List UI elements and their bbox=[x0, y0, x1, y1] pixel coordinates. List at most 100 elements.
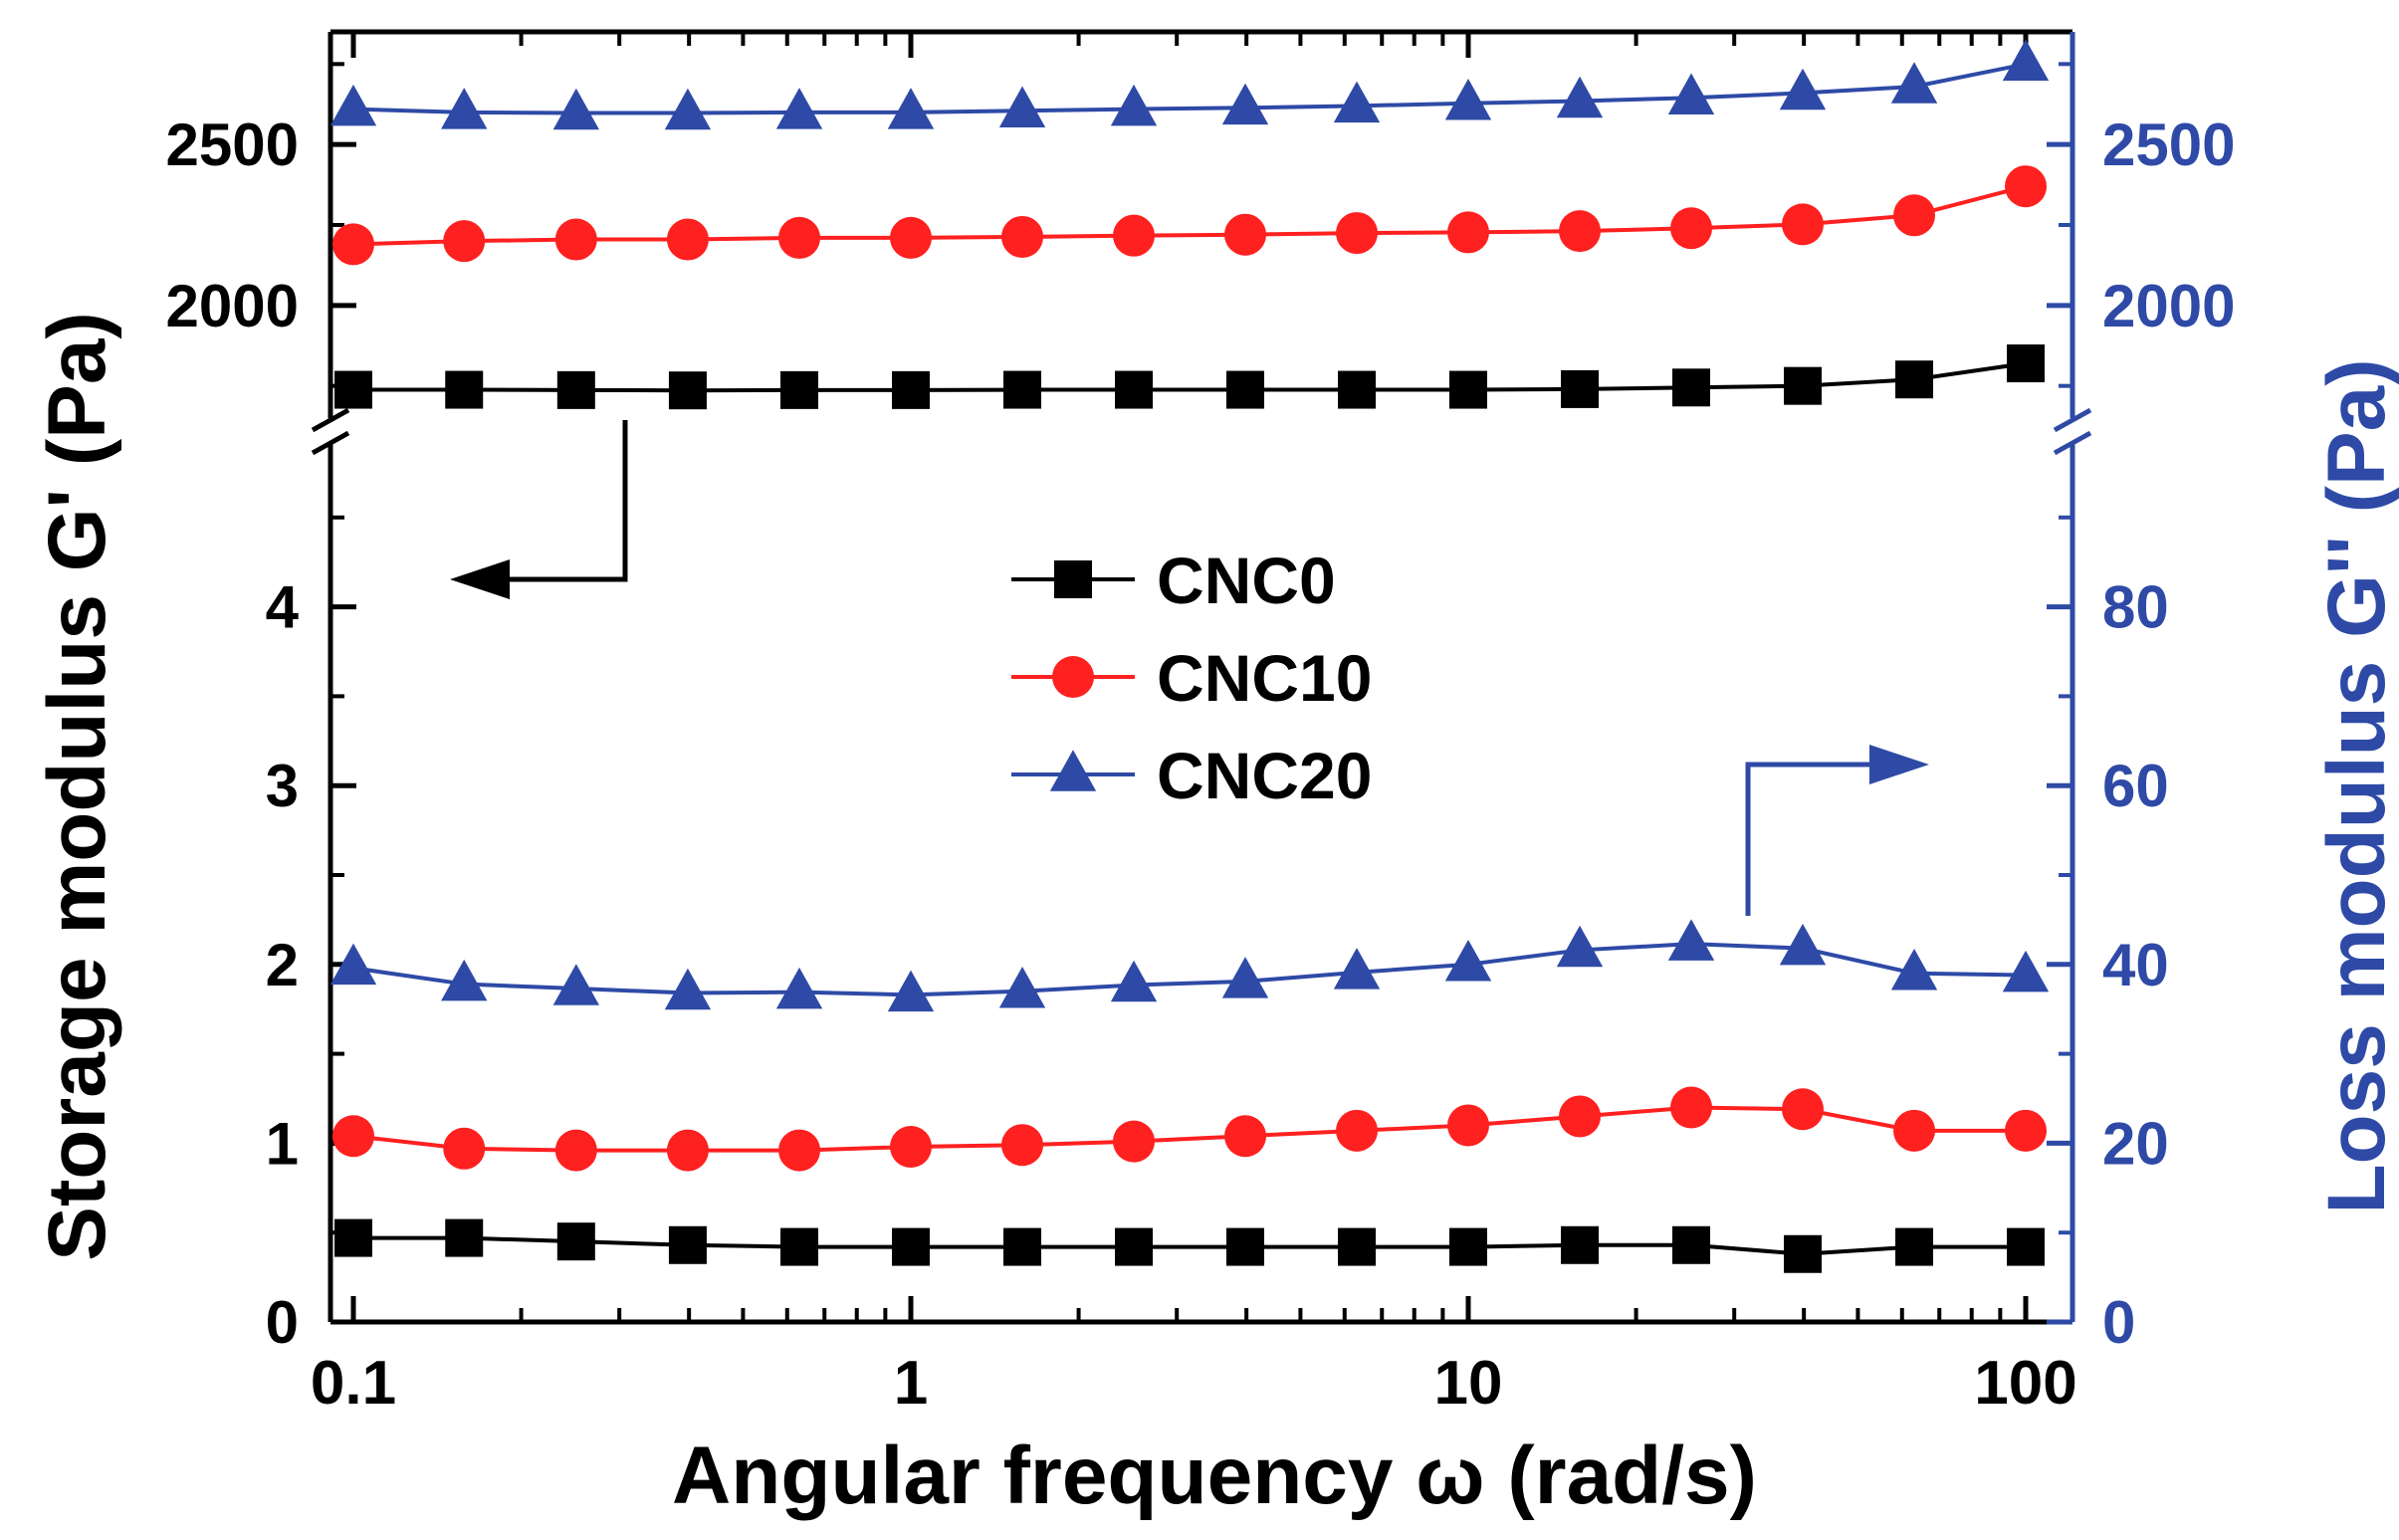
data-point-cnc10 bbox=[1781, 1088, 1824, 1131]
data-point-cnc0 bbox=[1895, 1227, 1934, 1266]
legend-label: CNC20 bbox=[1157, 739, 1372, 812]
series-line-cnc0 bbox=[353, 1235, 2026, 1256]
data-point-cnc0 bbox=[892, 1227, 930, 1266]
data-point-cnc0 bbox=[1672, 368, 1711, 407]
legend-marker bbox=[1052, 656, 1094, 698]
y-axis-title-left: Storage modulus G' (Pa) bbox=[32, 312, 122, 1261]
left-tick-label-upper: 2500 bbox=[166, 111, 299, 178]
data-point-cnc20 bbox=[2002, 950, 2050, 992]
data-point-cnc0 bbox=[334, 370, 372, 409]
right-axis-break-mark-stroke bbox=[2053, 407, 2092, 433]
data-point-cnc10 bbox=[778, 216, 821, 259]
right-tick-label: 0 bbox=[2102, 1289, 2135, 1356]
data-point-cnc20 bbox=[775, 967, 823, 1009]
data-point-cnc0 bbox=[892, 370, 930, 409]
data-point-cnc20 bbox=[1333, 81, 1381, 123]
data-point-cnc0 bbox=[334, 1218, 372, 1257]
data-point-cnc20 bbox=[1890, 62, 1938, 104]
data-point-cnc0 bbox=[1338, 370, 1377, 409]
data-point-cnc0 bbox=[1561, 369, 1600, 408]
series-cnc0-upper bbox=[334, 344, 2045, 410]
left-tick-label: 4 bbox=[266, 574, 300, 641]
data-point-cnc20 bbox=[329, 943, 377, 986]
right-tick-label: 80 bbox=[2102, 574, 2169, 641]
data-point-cnc0 bbox=[1115, 1227, 1154, 1266]
series-layer bbox=[329, 39, 2050, 1273]
data-point-cnc10 bbox=[1336, 212, 1379, 255]
data-point-cnc0 bbox=[445, 1218, 484, 1257]
legend-label: CNC10 bbox=[1157, 641, 1372, 715]
legend-marker bbox=[1049, 750, 1097, 791]
series-line-cnc20 bbox=[352, 942, 2027, 997]
data-point-cnc10 bbox=[1113, 1120, 1156, 1163]
series-cnc20-lower bbox=[329, 919, 2050, 1012]
x-tick-label: 1 bbox=[894, 1349, 928, 1418]
data-point-cnc20 bbox=[664, 968, 712, 1010]
x-tick-label: 10 bbox=[1434, 1349, 1503, 1418]
series-line-cnc20 bbox=[352, 62, 2027, 115]
data-point-cnc10 bbox=[1781, 203, 1824, 246]
series-cnc0-lower bbox=[334, 1218, 2045, 1273]
data-point-cnc10 bbox=[443, 220, 486, 263]
data-point-cnc10 bbox=[1559, 1095, 1602, 1138]
series-line-cnc10 bbox=[352, 1105, 2026, 1153]
x-axis-title: Angular frequency ω (rad/s) bbox=[672, 1430, 1757, 1521]
data-point-cnc10 bbox=[2005, 165, 2047, 208]
left-axis-arrow-line bbox=[508, 420, 628, 582]
data-point-cnc0 bbox=[1003, 1227, 1042, 1266]
data-point-cnc20 bbox=[887, 970, 935, 1012]
data-point-cnc0 bbox=[1783, 366, 1822, 405]
series-cnc10-upper bbox=[332, 165, 2047, 266]
data-point-cnc0 bbox=[668, 371, 707, 410]
data-point-cnc10 bbox=[1223, 213, 1266, 256]
data-point-cnc20 bbox=[1221, 83, 1269, 125]
data-point-cnc20 bbox=[441, 959, 488, 1001]
left-tick-label-upper: 2000 bbox=[166, 273, 299, 339]
data-point-cnc0 bbox=[1672, 1225, 1711, 1264]
legend-entry-cnc20: CNC20 bbox=[1011, 739, 1372, 812]
data-point-cnc20 bbox=[1110, 84, 1158, 126]
data-point-cnc0 bbox=[668, 1225, 707, 1264]
data-point-cnc10 bbox=[1223, 1115, 1266, 1158]
series-line-cnc0 bbox=[353, 361, 2027, 393]
data-point-cnc0 bbox=[1115, 370, 1154, 409]
right-tick-label: 40 bbox=[2102, 932, 2169, 998]
data-point-cnc0 bbox=[1449, 1227, 1487, 1266]
left-tick-label: 0 bbox=[266, 1289, 299, 1356]
data-point-cnc0 bbox=[556, 1222, 595, 1261]
data-point-cnc20 bbox=[1333, 948, 1381, 990]
data-point-cnc10 bbox=[666, 218, 709, 261]
data-point-cnc20 bbox=[552, 964, 599, 1005]
data-point-cnc10 bbox=[1447, 1104, 1489, 1147]
left-tick-label: 2 bbox=[266, 932, 299, 998]
data-point-cnc20 bbox=[441, 88, 488, 129]
data-point-cnc20 bbox=[1779, 923, 1827, 966]
left-axis-break-mark-stroke bbox=[311, 430, 350, 456]
right-tick-label: 60 bbox=[2102, 753, 2169, 819]
data-point-cnc20 bbox=[998, 86, 1046, 127]
data-point-cnc20 bbox=[1779, 68, 1827, 110]
data-point-cnc10 bbox=[554, 1129, 597, 1172]
data-point-cnc0 bbox=[780, 1227, 819, 1266]
data-point-cnc10 bbox=[1559, 210, 1602, 253]
series-line-cnc10 bbox=[352, 184, 2027, 247]
data-point-cnc0 bbox=[445, 370, 484, 409]
data-point-cnc0 bbox=[556, 370, 595, 409]
data-point-cnc0 bbox=[1895, 360, 1934, 399]
data-point-cnc20 bbox=[775, 88, 823, 129]
data-point-cnc10 bbox=[332, 1115, 374, 1158]
data-point-cnc10 bbox=[443, 1127, 486, 1170]
data-point-cnc20 bbox=[1890, 949, 1938, 990]
data-point-cnc0 bbox=[1003, 370, 1042, 409]
data-point-cnc10 bbox=[890, 216, 932, 259]
data-point-cnc0 bbox=[1449, 370, 1487, 409]
data-point-cnc10 bbox=[1670, 207, 1713, 250]
data-point-cnc20 bbox=[1556, 925, 1604, 968]
data-point-cnc20 bbox=[887, 88, 935, 129]
data-point-cnc0 bbox=[1338, 1227, 1377, 1266]
data-point-cnc10 bbox=[778, 1129, 821, 1172]
data-point-cnc10 bbox=[1113, 214, 1156, 257]
